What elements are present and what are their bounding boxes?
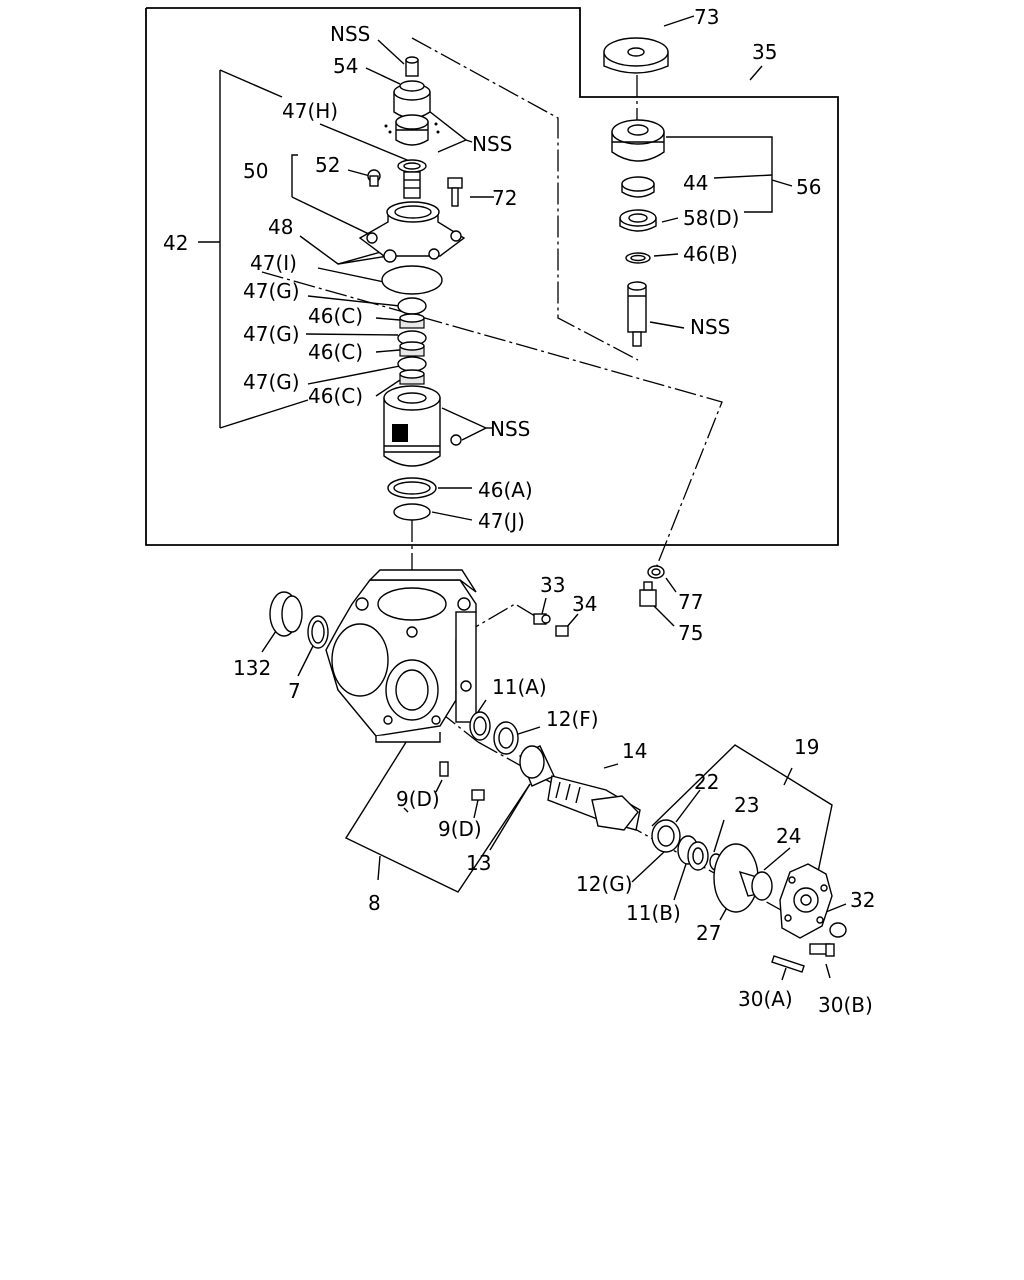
stud-30a	[771, 955, 805, 973]
label-48: 48	[268, 215, 293, 239]
grouping-brackets	[198, 69, 833, 893]
needle-bearing-13	[519, 745, 555, 787]
seal-46a	[387, 477, 437, 499]
plug-9d-2	[471, 789, 485, 801]
label-nss-top: NSS	[330, 22, 370, 46]
cap-34	[555, 625, 569, 637]
label-11a: 11(A)	[492, 675, 547, 699]
label-8: 8	[368, 891, 381, 915]
label-22: 22	[694, 770, 719, 794]
label-47j: 47(J)	[478, 509, 525, 533]
label-132: 132	[233, 656, 271, 680]
label-47i: 47(I)	[250, 251, 297, 275]
gasket-48	[381, 265, 443, 295]
nut-77	[647, 565, 665, 579]
fitting-33	[533, 613, 551, 625]
label-42: 42	[163, 231, 188, 255]
label-9d-1: 9(D)	[396, 787, 440, 811]
label-58d: 58(D)	[683, 206, 739, 230]
piston-body-nss	[383, 385, 462, 467]
label-47g-1: 47(G)	[243, 279, 300, 303]
gear-housing-8	[325, 569, 477, 743]
label-46b: 46(B)	[683, 242, 738, 266]
label-47g-2: 47(G)	[243, 322, 300, 346]
leader-lines	[261, 15, 847, 981]
label-34: 34	[572, 592, 597, 616]
cap-73	[603, 37, 669, 74]
label-7: 7	[288, 679, 301, 703]
adjuster-24	[738, 870, 773, 901]
label-14: 14	[622, 739, 647, 763]
seal-12g-11b	[677, 835, 709, 871]
valve-cap-54	[393, 56, 431, 119]
label-73: 73	[694, 5, 719, 29]
bolt-72	[447, 177, 463, 207]
valve-housing-50	[358, 201, 466, 263]
label-23: 23	[734, 793, 759, 817]
nut-32	[829, 922, 847, 938]
label-46a: 46(A)	[478, 478, 533, 502]
seal-ring-47h	[397, 159, 427, 199]
plunger-nss	[627, 281, 647, 347]
seal-11a	[469, 711, 491, 741]
label-46c-2: 46(C)	[308, 340, 363, 364]
seal-44	[621, 176, 655, 198]
seal-47j	[393, 503, 431, 521]
label-47h: 47(H)	[282, 99, 338, 123]
plug-9d-1	[439, 761, 449, 777]
label-24: 24	[776, 824, 801, 848]
subassembly-frame	[145, 7, 839, 546]
label-50: 50	[243, 159, 268, 183]
label-44: 44	[683, 171, 708, 195]
bolt-52	[367, 169, 381, 187]
label-nss-low: NSS	[490, 417, 530, 441]
end-cover-19	[779, 863, 833, 939]
label-46c-3: 46(C)	[308, 384, 363, 408]
label-56: 56	[796, 175, 821, 199]
seal-132	[269, 591, 303, 637]
label-11b: 11(B)	[626, 901, 681, 925]
label-33: 33	[540, 573, 565, 597]
label-30b: 30(B)	[818, 993, 873, 1017]
seal-rings-47-46-stack	[397, 297, 427, 385]
seal-7	[307, 615, 329, 649]
label-12f: 12(F)	[546, 707, 599, 731]
label-46c-1: 46(C)	[308, 304, 363, 328]
label-52: 52	[315, 153, 340, 177]
label-77: 77	[678, 590, 703, 614]
label-54: 54	[333, 54, 358, 78]
label-13: 13	[466, 851, 491, 875]
label-47g-3: 47(G)	[243, 370, 300, 394]
label-27: 27	[696, 921, 721, 945]
valve-spool-nss	[384, 114, 440, 146]
label-12g: 12(G)	[576, 872, 633, 896]
label-75: 75	[678, 621, 703, 645]
label-30a: 30(A)	[738, 987, 793, 1011]
bearing-12f	[493, 721, 519, 755]
label-nss-right: NSS	[690, 315, 730, 339]
label-nss-mid: NSS	[472, 132, 512, 156]
bolt-30b	[809, 943, 835, 957]
label-35: 35	[752, 40, 777, 64]
label-32: 32	[850, 888, 875, 912]
bleeder-75	[639, 581, 657, 607]
valve-unit-56	[611, 119, 665, 162]
bearing-58d	[619, 209, 657, 232]
label-19: 19	[794, 735, 819, 759]
label-72: 72	[492, 186, 517, 210]
pinion-gear-14	[547, 775, 641, 831]
label-9d-2: 9(D)	[438, 817, 482, 841]
bearing-22	[651, 819, 681, 853]
ring-46b	[625, 252, 651, 264]
